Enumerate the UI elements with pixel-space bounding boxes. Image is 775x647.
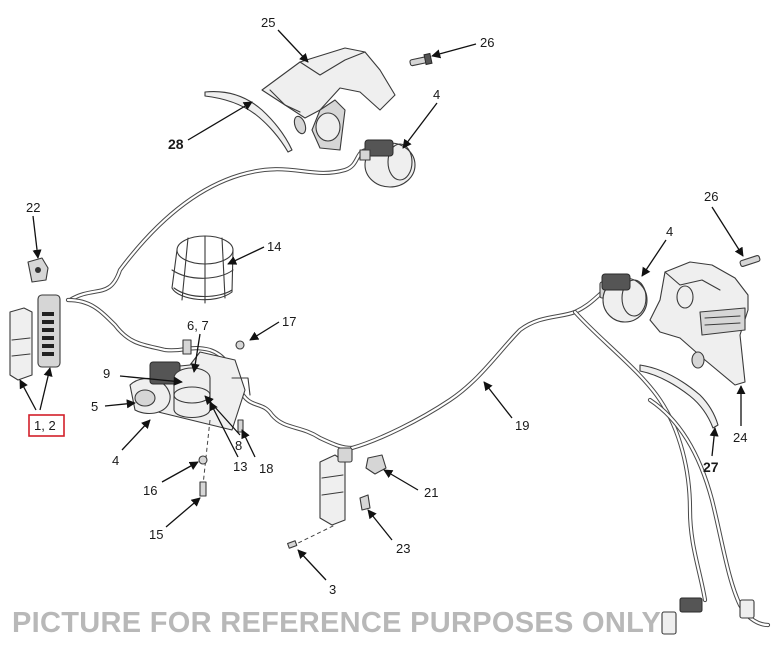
callout-18: 18	[259, 461, 273, 476]
callout-25: 25	[261, 15, 275, 30]
lamp-top	[359, 139, 416, 188]
lamp-right	[601, 273, 648, 323]
callout-4-top: 4	[433, 87, 440, 102]
headlamp-housing-right	[649, 261, 749, 386]
callout-24: 24	[733, 430, 747, 445]
callout-21: 21	[424, 485, 438, 500]
callout-4-right: 4	[666, 224, 673, 239]
callout-13: 13	[233, 459, 247, 474]
lamp-guard	[171, 235, 234, 304]
callout-1-2: 1, 2	[34, 418, 56, 433]
leader-lines	[19, 29, 746, 581]
screw-top	[409, 52, 433, 67]
callout-26-right: 26	[704, 189, 718, 204]
callout-26-top: 26	[480, 35, 494, 50]
mount-screws	[198, 419, 244, 497]
callout-22: 22	[26, 200, 40, 215]
headlamp-housing-top	[261, 47, 396, 151]
beacon-assembly	[129, 339, 251, 431]
callout-14: 14	[267, 239, 281, 254]
callout-15: 15	[149, 527, 163, 542]
callout-27: 27	[703, 459, 719, 475]
callout-23: 23	[396, 541, 410, 556]
callout-28: 28	[168, 136, 184, 152]
clip-left	[27, 257, 49, 283]
callout-labels: 25 26 4 28 22 14 6, 7 17 9 5 4 8 13 18 1…	[26, 15, 747, 597]
callout-16: 16	[143, 483, 157, 498]
callout-4-left: 4	[112, 453, 119, 468]
callout-19: 19	[515, 418, 529, 433]
callout-6-7: 6, 7	[187, 318, 209, 333]
screw-right	[739, 255, 761, 267]
harness-bracket	[287, 447, 387, 549]
trim-strip-right	[639, 351, 719, 429]
highlighted-callout-box	[28, 414, 65, 437]
callout-8: 8	[235, 438, 242, 453]
wire-harness	[65, 147, 771, 635]
callout-3: 3	[329, 582, 336, 597]
callout-9: 9	[103, 366, 110, 381]
callout-5: 5	[91, 399, 98, 414]
side-lamp-assembly	[9, 294, 61, 381]
callout-17: 17	[282, 314, 296, 329]
reference-watermark: PICTURE FOR REFERENCE PURPOSES ONLY	[12, 607, 661, 639]
